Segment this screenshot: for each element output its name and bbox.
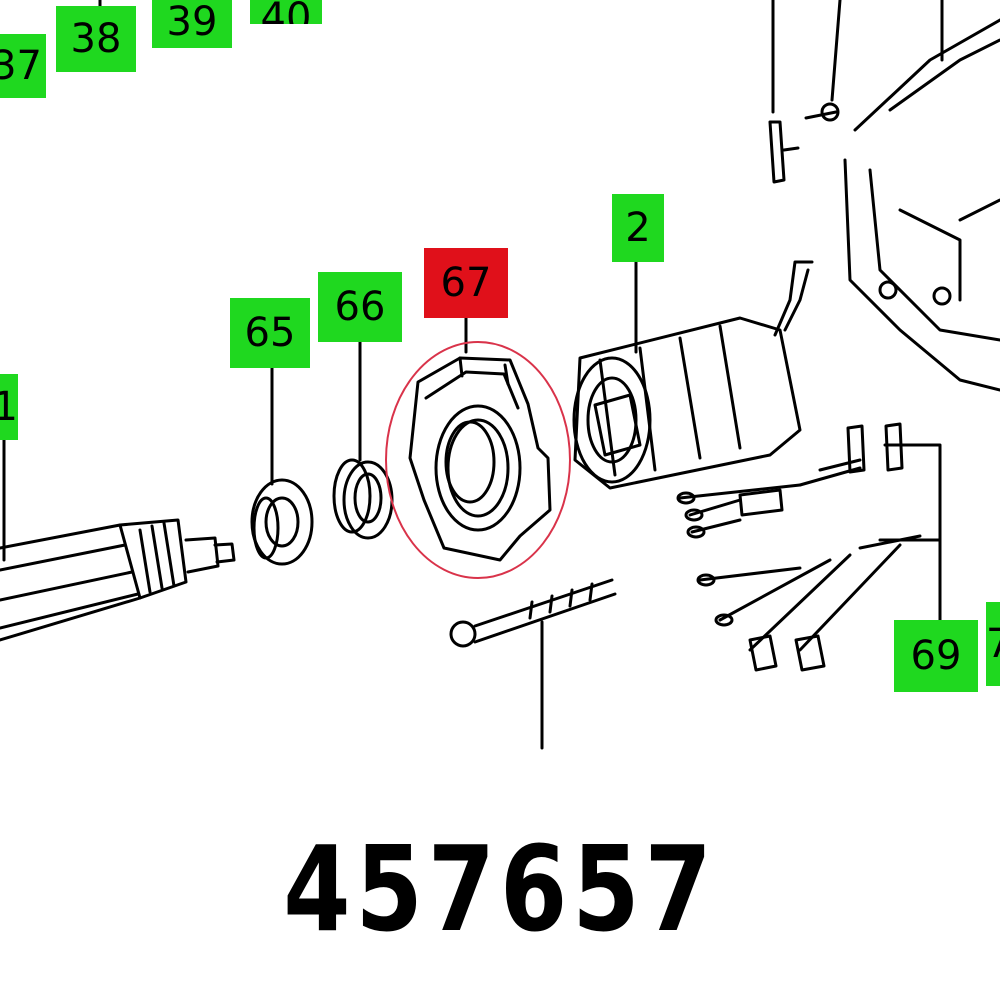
callout-label: 69 — [910, 633, 962, 679]
callout-label: 7 — [986, 621, 1000, 667]
callout-2[interactable]: 2 — [612, 194, 664, 262]
callout-label: 65 — [244, 310, 296, 356]
callout-38[interactable]: 38 — [56, 6, 136, 72]
selection-ring — [385, 341, 571, 579]
callout-37[interactable]: 37 — [0, 34, 46, 98]
callout-70[interactable]: 7 — [986, 602, 1000, 686]
callout-label: 38 — [70, 16, 122, 62]
callout-65[interactable]: 65 — [230, 298, 310, 368]
callout-label: 37 — [0, 43, 42, 89]
callout-1[interactable]: 1 — [0, 374, 18, 440]
callout-label: 67 — [440, 260, 492, 306]
callout-label: 2 — [625, 205, 651, 251]
callout-66[interactable]: 66 — [318, 272, 402, 342]
callout-40[interactable]: 40 — [250, 0, 322, 24]
callout-69[interactable]: 69 — [894, 620, 978, 692]
callout-39[interactable]: 39 — [152, 0, 232, 48]
callout-label: 1 — [0, 384, 18, 430]
callout-67[interactable]: 67 — [424, 248, 508, 318]
part-number: 457657 — [283, 820, 717, 958]
callout-label: 40 — [260, 0, 312, 24]
callout-label: 39 — [166, 0, 218, 45]
callout-label: 66 — [334, 284, 386, 330]
